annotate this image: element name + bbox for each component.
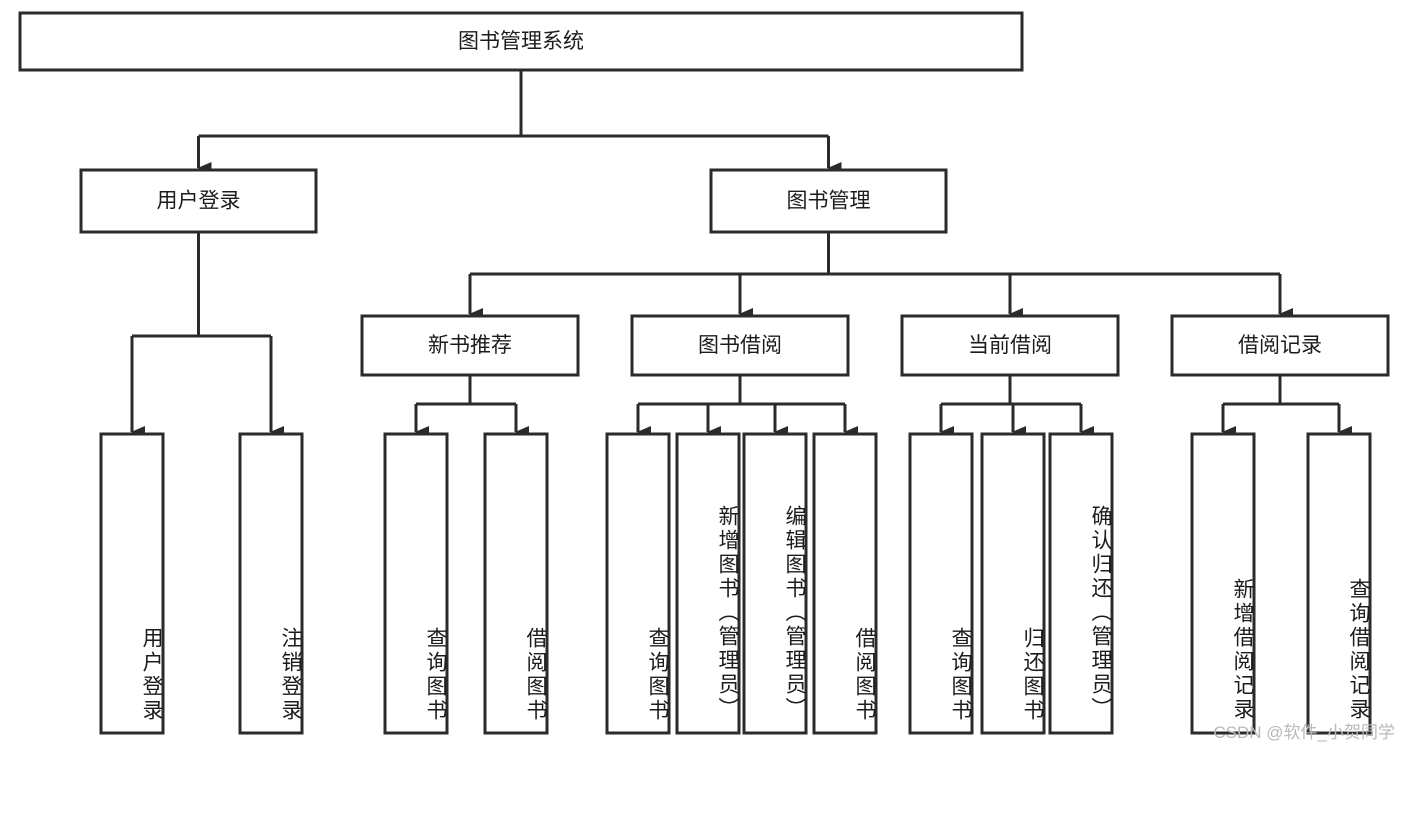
node-label-图书管理: 图书管理 <box>787 190 871 213</box>
node-label-借阅记录: 借阅记录 <box>1238 334 1322 357</box>
node-box-新增图书管理员 <box>675 432 741 735</box>
node-box-借阅记录 <box>1170 314 1390 377</box>
node-box-查询图书 <box>383 432 449 735</box>
connector-edges <box>130 70 1352 438</box>
node-box-查询图书 <box>908 432 974 735</box>
node-box-编辑图书管理员 <box>742 432 808 735</box>
node-label-新书推荐: 新书推荐 <box>428 334 512 357</box>
node-box-用户登录 <box>99 432 165 735</box>
watermark-text: CSDN @软件_小贺同学 <box>1213 723 1395 742</box>
node-label-当前借阅: 当前借阅 <box>968 334 1052 357</box>
node-box-借阅图书 <box>483 432 549 735</box>
node-box-查询图书 <box>605 432 671 735</box>
diagram-canvas: 图书管理系统用户登录图书管理新书推荐图书借阅当前借阅借阅记录 用户登录注销登录查… <box>18 11 1395 742</box>
node-box-注销登录 <box>238 432 304 735</box>
node-box-新书推荐 <box>360 314 580 377</box>
node-box-图书借阅 <box>630 314 850 377</box>
node-box-借阅图书 <box>812 432 878 735</box>
node-box-当前借阅 <box>900 314 1120 377</box>
node-label-用户登录: 用户登录 <box>157 190 241 213</box>
node-box-图书管理 <box>709 168 948 234</box>
node-box-查询借阅记录 <box>1306 432 1372 735</box>
node-box-新增借阅记录 <box>1190 432 1256 735</box>
node-box-用户登录 <box>79 168 318 234</box>
node-box-图书管理系统 <box>18 11 1024 72</box>
node-box-归还图书 <box>980 432 1046 735</box>
node-box-确认归还管理员 <box>1048 432 1114 735</box>
node-label-图书管理系统: 图书管理系统 <box>458 30 584 53</box>
node-label-图书借阅: 图书借阅 <box>698 334 782 357</box>
